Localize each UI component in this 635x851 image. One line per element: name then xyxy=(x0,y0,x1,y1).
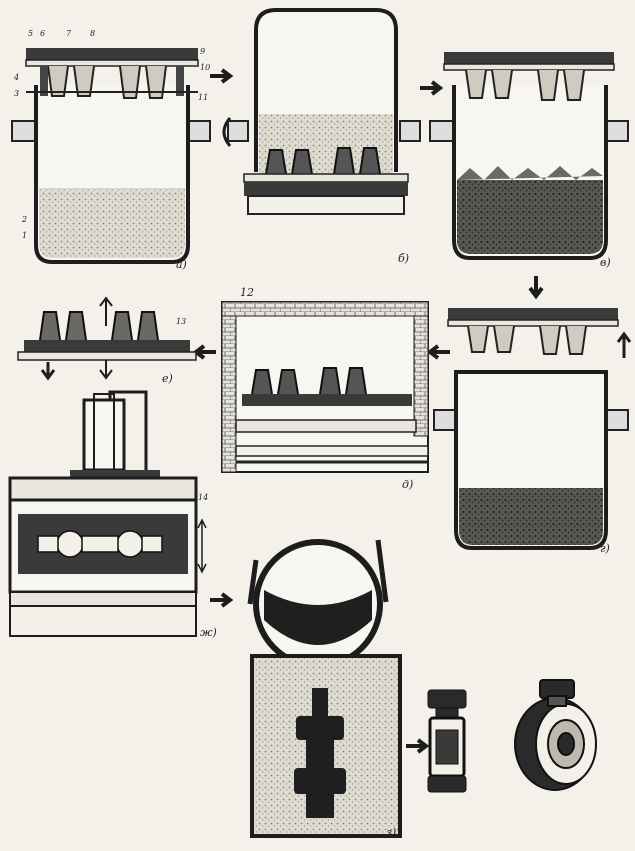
panel-label-v: в) xyxy=(600,256,611,269)
panel-label-e: е) xyxy=(162,372,173,385)
panel-z xyxy=(250,540,596,836)
arrow-icon xyxy=(420,82,440,94)
part-number-1: 1 xyxy=(22,231,27,240)
panel-label-zh: ж) xyxy=(200,626,217,639)
panel-label-d: д) xyxy=(402,478,413,491)
part-number-11: 11 xyxy=(198,93,208,102)
panel-zh xyxy=(10,392,206,636)
panel-d xyxy=(222,302,428,472)
part-number-6: 6 xyxy=(40,29,45,38)
panel-e xyxy=(18,298,196,378)
part-number-5: 5 xyxy=(28,29,33,38)
arrow-icon xyxy=(430,346,450,358)
panel-g xyxy=(434,308,630,548)
panel-label-z: з) xyxy=(386,826,396,839)
part-number-13: 13 xyxy=(176,317,186,326)
panel-a xyxy=(12,48,210,262)
panel-v xyxy=(430,52,628,258)
part-number-10: 10 xyxy=(200,63,210,72)
part-number-2: 2 xyxy=(21,215,27,224)
panel-label-b: б) xyxy=(398,252,409,265)
panel-b xyxy=(228,10,420,214)
part-number-4: 4 xyxy=(13,73,19,82)
arrow-icon xyxy=(210,70,230,82)
arrow-icon xyxy=(210,594,230,606)
panel-label-g: г) xyxy=(600,542,610,555)
panel-label-d-corner: 12 xyxy=(240,286,254,299)
panel-label-a: а) xyxy=(176,258,187,271)
arrow-icon xyxy=(196,346,216,358)
part-number-9: 9 xyxy=(200,47,205,56)
part-number-14: 14 xyxy=(198,493,208,502)
part-number-8: 8 xyxy=(90,29,95,38)
part-number-7: 7 xyxy=(66,29,72,38)
part-number-3: 3 xyxy=(14,89,19,98)
arrow-icon xyxy=(530,276,542,296)
